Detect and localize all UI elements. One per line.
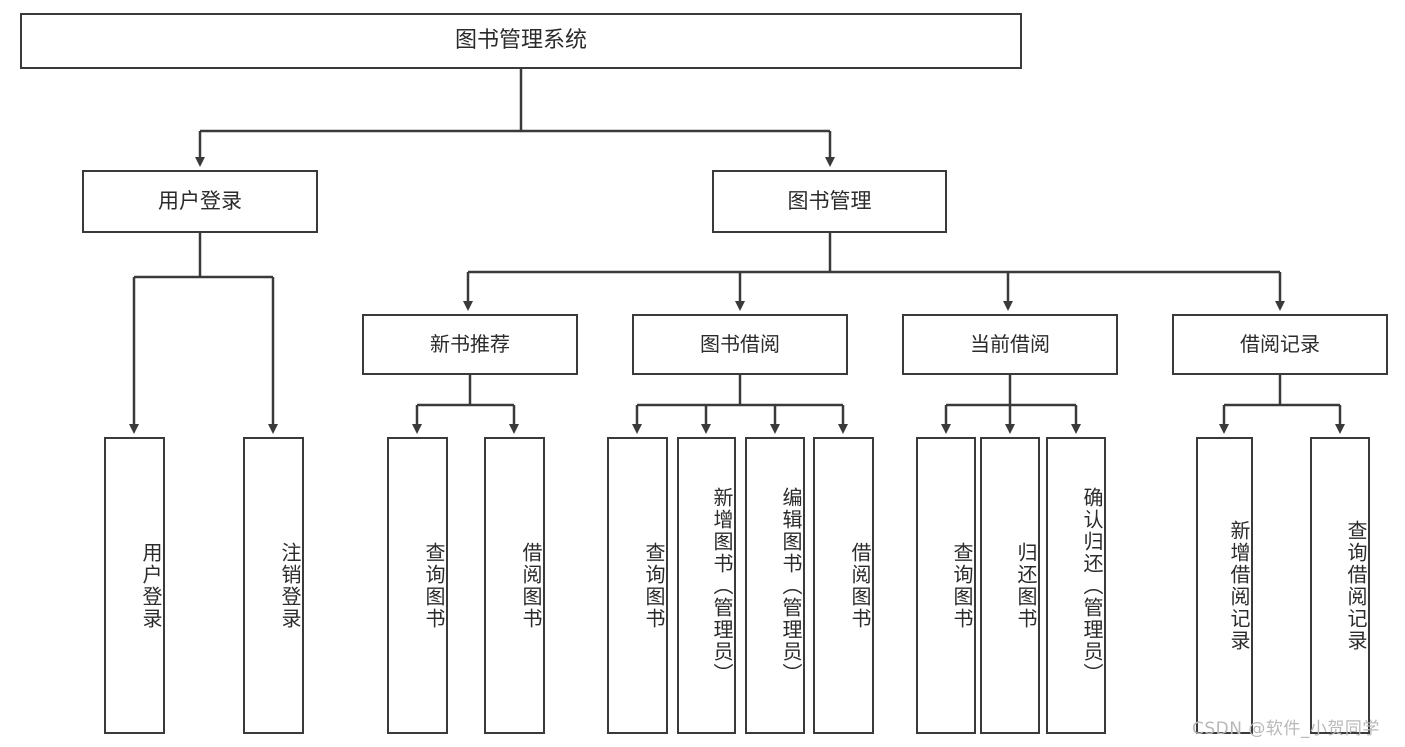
node-root[interactable]: 图书管理系统 [20,13,1022,69]
node-current-borrowing-label: 当前借阅 [970,332,1050,357]
leaf-borrow-book[interactable]: 借阅图书 [813,437,874,734]
leaf-add-book-admin-label: 新增图书（管理员） [710,486,734,685]
leaf-query-borrow-record[interactable]: 查询借阅记录 [1310,437,1370,734]
node-root-label: 图书管理系统 [454,27,587,53]
node-new-book-recommendation-label: 新书推荐 [430,332,510,357]
node-new-book-recommendation[interactable]: 新书推荐 [362,314,578,375]
leaf-query-books-current[interactable]: 查询图书 [916,437,976,734]
leaf-add-book-admin[interactable]: 新增图书（管理员） [677,437,736,734]
leaf-user-login-label: 用户登录 [139,541,163,630]
node-book-management-label: 图书管理 [787,188,872,213]
leaf-return-book-label: 归还图书 [1014,541,1038,630]
leaf-edit-book-admin[interactable]: 编辑图书（管理员） [745,437,805,734]
leaf-user-login[interactable]: 用户登录 [104,437,165,734]
leaf-query-books-new[interactable]: 查询图书 [387,437,448,734]
leaf-query-books-borrow-label: 查询图书 [642,541,666,630]
node-book-management[interactable]: 图书管理 [712,170,947,233]
leaf-edit-book-admin-label: 编辑图书（管理员） [779,486,803,685]
leaf-query-books-new-label: 查询图书 [422,541,446,630]
leaf-borrow-book-label: 借阅图书 [848,541,872,630]
csdn-watermark: CSDN @软件_小贺同学 [1192,719,1380,739]
leaf-add-borrow-record-label: 新增借阅记录 [1227,519,1251,652]
node-current-borrowing[interactable]: 当前借阅 [902,314,1118,375]
leaf-query-books-borrow[interactable]: 查询图书 [607,437,668,734]
node-book-borrowing[interactable]: 图书借阅 [632,314,848,375]
leaf-query-books-current-label: 查询图书 [950,541,974,630]
node-user-login[interactable]: 用户登录 [82,170,318,233]
node-user-login-label: 用户登录 [158,188,242,213]
leaf-query-borrow-record-label: 查询借阅记录 [1344,519,1368,652]
leaf-logout[interactable]: 注销登录 [243,437,304,734]
leaf-add-borrow-record[interactable]: 新增借阅记录 [1196,437,1253,734]
node-borrowing-records[interactable]: 借阅记录 [1172,314,1388,375]
leaf-confirm-return-admin-label: 确认归还（管理员） [1080,486,1104,685]
leaf-borrow-books-new-label: 借阅图书 [519,541,543,630]
node-book-borrowing-label: 图书借阅 [700,332,780,357]
node-borrowing-records-label: 借阅记录 [1240,332,1320,357]
leaf-logout-label: 注销登录 [278,541,302,630]
leaf-return-book[interactable]: 归还图书 [980,437,1040,734]
leaf-confirm-return-admin[interactable]: 确认归还（管理员） [1046,437,1106,734]
leaf-borrow-books-new[interactable]: 借阅图书 [484,437,545,734]
